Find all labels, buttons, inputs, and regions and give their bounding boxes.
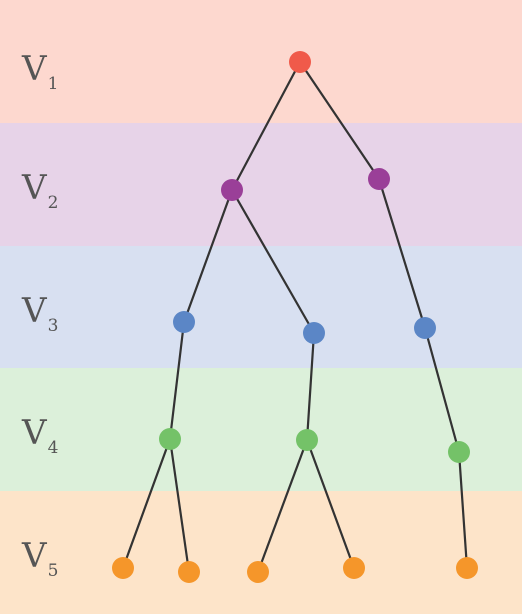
tree-edge-c3-d3	[423, 326, 461, 454]
tree-edge-b1-c2	[230, 188, 316, 335]
tree-node-d2-level-4	[296, 429, 318, 451]
tree-edge-d2-e4	[305, 438, 356, 570]
level-band-v3: V3	[0, 246, 522, 368]
level-label-v1-subscript: 1	[47, 74, 59, 94]
tree-node-e2-level-5	[178, 561, 200, 583]
level-label-v3: V3	[22, 291, 58, 335]
tree-node-e3-level-5	[247, 561, 269, 583]
tree-edge-c1-d1	[168, 320, 186, 441]
level-label-v5: V5	[22, 536, 58, 580]
level-band-v2: V2	[0, 123, 522, 246]
level-label-v5-subscript: 5	[47, 561, 59, 581]
level-label-v2-subscript: 2	[47, 193, 59, 213]
tree-node-e5-level-5	[456, 557, 478, 579]
tree-edge-d2-e3	[256, 438, 309, 574]
tree-node-d1-level-4	[159, 428, 181, 450]
tree-edge-c2-d2	[305, 331, 316, 442]
tree-edge-b2-c3	[377, 177, 427, 330]
level-label-v3-base: V	[22, 291, 47, 331]
level-label-v4-base: V	[22, 413, 47, 453]
tree-edge-d1-e2	[168, 437, 191, 574]
tree-node-e1-level-5	[112, 557, 134, 579]
level-label-v4-subscript: 4	[47, 438, 59, 458]
tree-edge-d3-e5	[457, 450, 469, 570]
tree-node-b1-level-2	[221, 179, 243, 201]
level-label-v5-base: V	[22, 536, 47, 576]
level-label-v1: V1	[22, 49, 58, 93]
tree-edges	[121, 60, 469, 574]
level-band-v5: V5	[0, 491, 522, 614]
tree-edge-d1-e1	[121, 437, 172, 570]
level-band-v1: V1	[0, 0, 522, 123]
tree-edge-a-b1	[230, 60, 302, 192]
level-label-v2-base: V	[22, 168, 47, 208]
tree-node-a-level-1	[289, 51, 311, 73]
level-label-v2: V2	[22, 168, 58, 212]
tree-edge-b1-c1	[182, 188, 234, 324]
tree-edge-a-b2	[298, 60, 381, 181]
level-band-v4: V4	[0, 368, 522, 491]
tree-node-c3-level-3	[414, 317, 436, 339]
tree-node-c2-level-3	[303, 322, 325, 344]
tree-node-d3-level-4	[448, 441, 470, 463]
tree-node-e4-level-5	[343, 557, 365, 579]
tree-nodes	[112, 51, 478, 583]
tree-node-b2-level-2	[368, 168, 390, 190]
tree-node-c1-level-3	[173, 311, 195, 333]
level-label-v3-subscript: 3	[47, 316, 59, 336]
level-label-v4: V4	[22, 413, 58, 457]
level-label-v1-base: V	[22, 49, 47, 89]
